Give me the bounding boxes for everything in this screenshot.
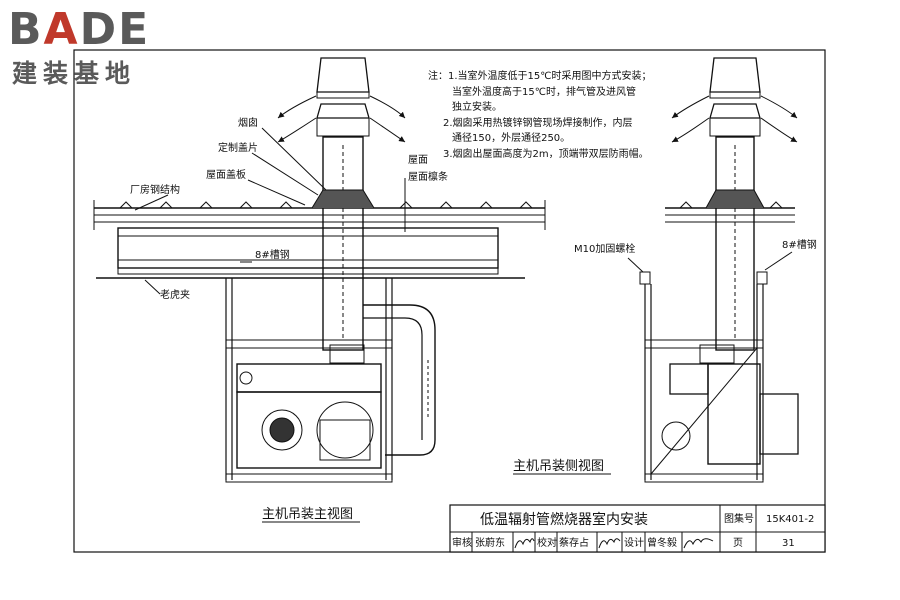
notes-block: 注：1.当室外温度低于15℃时采用图中方式安装； 当室外温度高于15℃时，排气管… [428, 69, 652, 160]
label-roof: 屋面 [408, 154, 428, 166]
label-bolt: M10加固螺栓 [574, 242, 635, 255]
label-factory-steel: 厂房钢结构 [130, 183, 180, 196]
atlas-label: 图集号 [724, 512, 754, 525]
label-roof-purlin: 屋面檩条 [408, 170, 448, 183]
note-line: 独立安装。 [452, 100, 502, 113]
label-chimney: 烟囱 [238, 116, 258, 129]
page-label: 页 [733, 537, 743, 549]
side-view [639, 57, 799, 483]
note-line: 当室外温度高于15℃时，排气管及进风管 [452, 85, 636, 98]
note-line: 2.烟囱采用热镀锌钢管现场焊接制作，内层 [443, 116, 633, 129]
note-line: 注：1.当室外温度低于15℃时采用图中方式安装； [428, 69, 652, 82]
designer-name: 曾冬毅 [647, 536, 677, 549]
front-view [93, 57, 546, 483]
title-block: 低温辐射管燃烧器室内安装 图集号 15K401-2 审核 张蔚东 校对 蔡存占 … [449, 504, 826, 553]
page-number: 31 [782, 538, 795, 549]
brand-subtitle: 建装基地 [12, 59, 137, 88]
brand-logo: BADE [8, 4, 151, 55]
label-roof-cover: 屋面盖板 [206, 168, 246, 181]
label-custom-cap: 定制盖片 [218, 141, 258, 154]
label-side-channel-steel: 8#槽钢 [782, 238, 817, 251]
checker-name: 蔡存占 [559, 536, 589, 549]
drawing-title: 低温辐射管燃烧器室内安装 [480, 511, 648, 528]
note-line: 通径150，外层通径250。 [452, 131, 570, 144]
reviewer-signature [514, 538, 535, 549]
check-label: 校对 [537, 536, 557, 549]
label-channel-steel: 8#槽钢 [255, 248, 290, 261]
note-line: 3.烟囱出屋面高度为2m，顶端带双层防雨帽。 [443, 147, 649, 160]
checker-signature [598, 538, 621, 549]
front-view-caption: 主机吊装主视图 [262, 507, 353, 522]
side-view-caption: 主机吊装侧视图 [513, 459, 604, 474]
reviewer-name: 张蔚东 [475, 536, 505, 549]
designer-signature [683, 538, 714, 549]
atlas-number: 15K401-2 [766, 514, 814, 525]
review-label: 审核 [452, 536, 472, 549]
label-tiger-clamp: 老虎夹 [160, 288, 190, 301]
design-label: 设计 [624, 536, 644, 549]
